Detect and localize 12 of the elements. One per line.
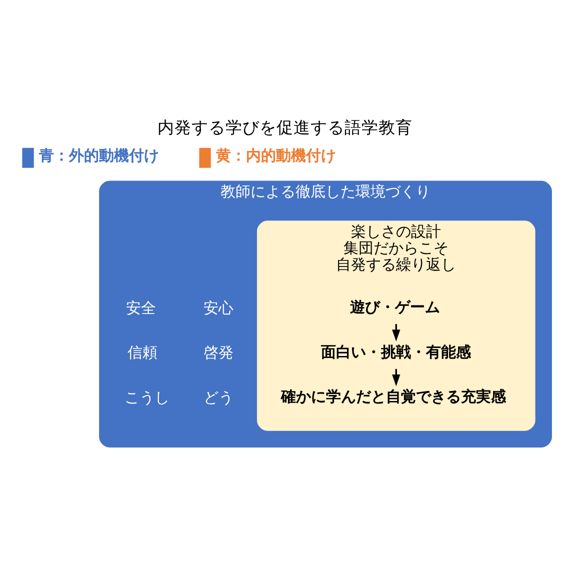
node-text: 確かに学んだと自覚できる充実感 — [281, 388, 506, 406]
node-text: 面白い・挑戦・有能感 — [320, 342, 471, 361]
label: 安全 — [126, 298, 156, 317]
label: どう — [203, 388, 234, 406]
label: こうし — [124, 388, 170, 406]
label: 安心 — [203, 298, 234, 317]
node-text: 遊び・ゲーム — [350, 298, 440, 316]
label: 啓発 — [203, 344, 234, 362]
legend-label: 青：外的動機付け — [38, 146, 159, 165]
legend-label: 黄：内的動機付け — [216, 146, 336, 165]
diagram-title: 内発する学びを促進する語学教育 — [158, 118, 412, 137]
label: 信頼 — [128, 344, 158, 362]
